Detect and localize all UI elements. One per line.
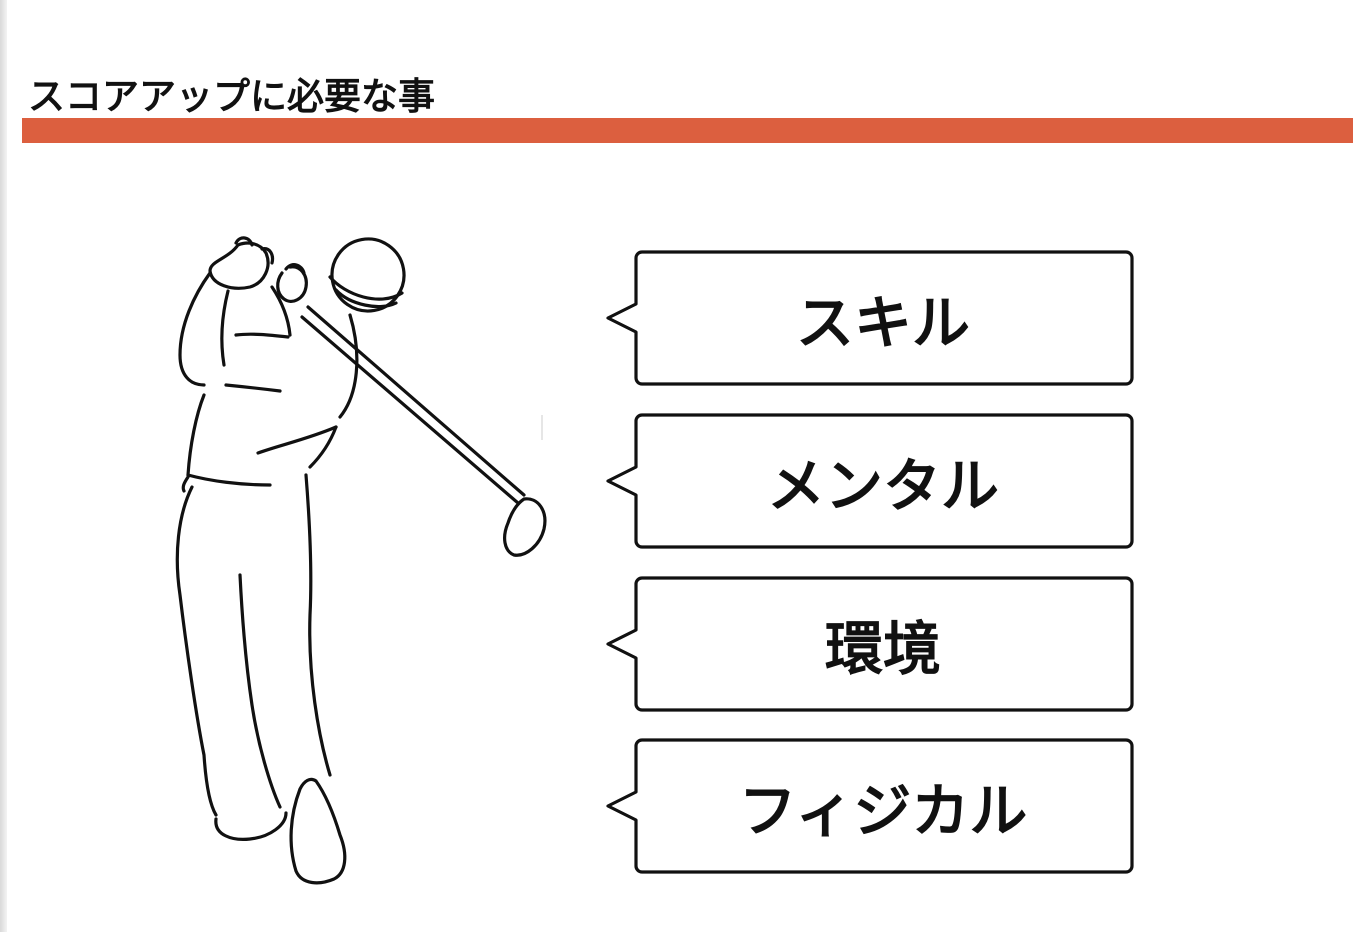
bubble-label-skill: スキル (795, 289, 970, 357)
title-underline-bar (22, 118, 1353, 143)
bubble-physical: フィジカル (606, 738, 1134, 874)
speech-bubble-frame (606, 738, 1134, 874)
bubble-environment: 環境 (606, 576, 1134, 712)
window-edge (0, 0, 7, 932)
speech-bubble-frame (606, 250, 1134, 386)
speech-bubble-frame (606, 413, 1134, 549)
speech-bubble-frame (606, 576, 1134, 712)
bubble-label-mental: メンタル (766, 452, 999, 520)
golfer-swing-icon (175, 236, 547, 885)
slide-title: スコアアップに必要な事 (28, 75, 435, 118)
bubble-label-physical: フィジカル (738, 777, 1028, 845)
bubble-label-environment: 環境 (824, 615, 941, 683)
bubble-skill: スキル (606, 250, 1134, 386)
bubble-mental: メンタル (606, 413, 1134, 549)
